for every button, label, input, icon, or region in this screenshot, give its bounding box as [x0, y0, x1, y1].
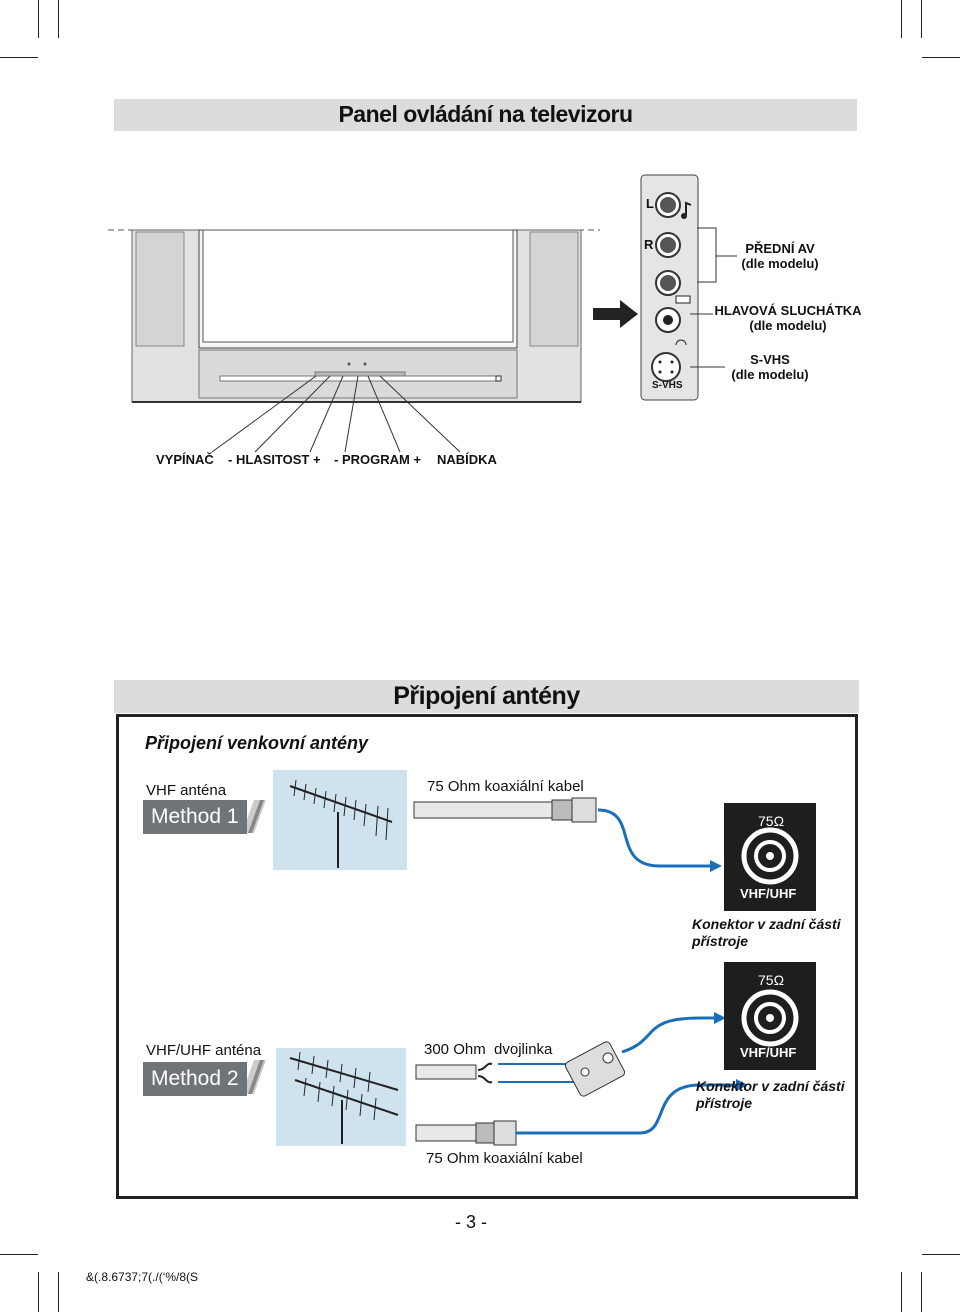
- footer-code: &(.8.6737;7(./(‘%/8(S: [86, 1270, 199, 1284]
- crop-mark: [901, 0, 902, 38]
- panel-title-bar: Panel ovládání na televizoru: [114, 99, 857, 131]
- method2-port-label: VHF/UHF: [740, 1045, 797, 1060]
- page-number: - 3 -: [455, 1212, 488, 1232]
- crop-mark: [38, 0, 39, 38]
- headphones-label: HLAVOVÁ SLUCHÁTKA(dle modelu): [714, 303, 862, 333]
- antenna-title: Připojení antény: [393, 682, 580, 710]
- crop-mark: [0, 57, 38, 58]
- control-volume: - HLASITOST +: [228, 452, 321, 467]
- svhs-jack-label: S-VHS: [652, 380, 683, 391]
- crop-mark: [0, 1254, 38, 1255]
- method2-twinlead-label: 300 Ohm dvojlinka: [424, 1041, 553, 1058]
- outdoor-antenna-heading: Připojení venkovní antény: [145, 733, 369, 753]
- crop-mark: [922, 1254, 960, 1255]
- control-power: VYPÍNAČ: [156, 452, 214, 467]
- tv-illustration: [108, 174, 737, 453]
- method1-badge: Method 1: [143, 800, 247, 834]
- crop-mark: [58, 0, 59, 38]
- antenna-frame: [116, 714, 858, 1199]
- method2-port-ohm: 75Ω: [758, 972, 785, 988]
- crop-mark: [922, 57, 960, 58]
- crop-mark: [38, 1272, 39, 1312]
- jack-letter-l: L: [646, 196, 654, 211]
- method2-badge: Method 2: [143, 1062, 247, 1096]
- jack-letter-r: R: [644, 237, 654, 252]
- crop-mark: [921, 0, 922, 38]
- crop-mark: [901, 1272, 902, 1312]
- method1-cable-label: 75 Ohm koaxiální kabel: [427, 778, 584, 795]
- method1-antenna-label: VHF anténa: [146, 782, 227, 799]
- antenna-title-bar: Připojení antény: [114, 680, 859, 713]
- control-menu: NABÍDKA: [437, 452, 497, 467]
- front-av-label: PŘEDNÍ AV(dle modelu): [741, 241, 819, 271]
- crop-mark: [921, 1272, 922, 1312]
- control-program: - PROGRAM +: [334, 452, 422, 467]
- method2-antenna-label: VHF/UHF anténa: [146, 1042, 262, 1059]
- method1-port-ohm: 75Ω: [758, 813, 785, 829]
- panel-title: Panel ovládání na televizoru: [338, 101, 633, 127]
- method1-port-label: VHF/UHF: [740, 886, 797, 901]
- crop-mark: [58, 1272, 59, 1312]
- svhs-label: S-VHS(dle modelu): [731, 352, 809, 382]
- method2-coax-label: 75 Ohm koaxiální kabel: [426, 1150, 583, 1167]
